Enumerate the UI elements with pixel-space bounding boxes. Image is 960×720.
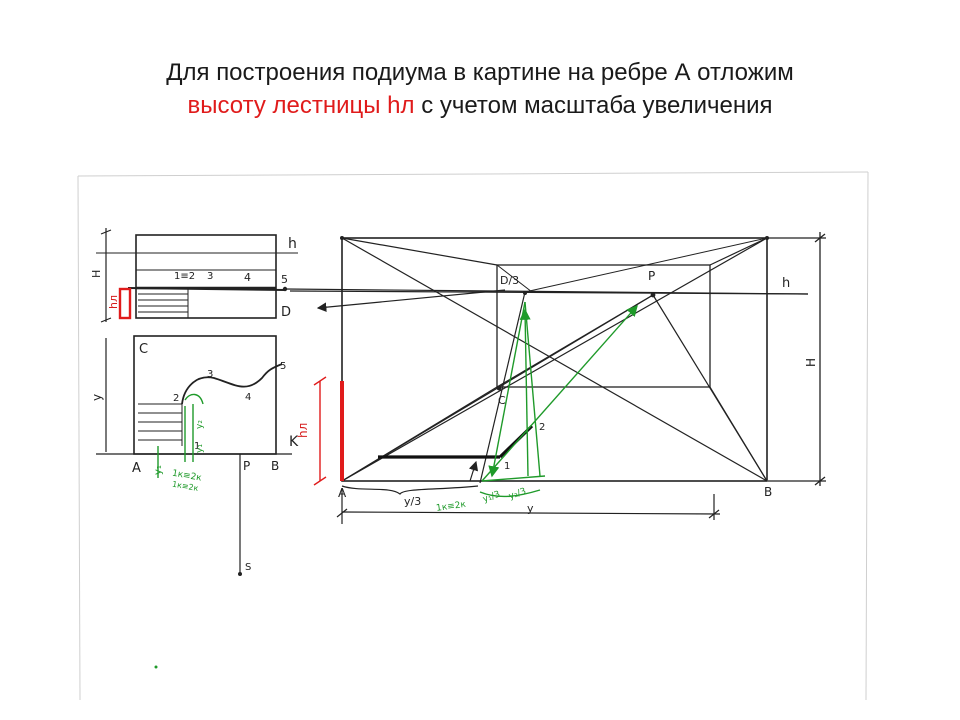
bottom-dimensions	[336, 485, 721, 524]
label-persp-2: 2	[539, 422, 545, 433]
title-line-1: Для построения подиума в картине на ребр…	[166, 59, 794, 86]
label-plan-B: B	[271, 459, 279, 473]
label-persp-A: A	[338, 486, 347, 500]
label-persp-P: P	[648, 269, 655, 283]
label-step-4: 4	[244, 271, 251, 284]
label-plan-hl: hл	[107, 295, 120, 309]
label-persp-B: B	[764, 485, 772, 499]
label-plan-y1: y₁	[153, 465, 164, 475]
H-dimension-plan	[100, 228, 112, 323]
title-line-2: высоту лестницы hл с учетом масштаба уве…	[0, 89, 960, 122]
plan-view	[96, 335, 292, 574]
perspective-points	[340, 236, 769, 391]
label-plan-1: 1	[194, 441, 200, 452]
label-plan-h: h	[288, 236, 297, 252]
plan-green-construction	[157, 393, 204, 478]
label-plan-4: 4	[245, 392, 251, 403]
label-plan-5-top: 5	[281, 273, 288, 286]
slide-title: Для построения подиума в картине на ребр…	[0, 56, 960, 122]
title-line-2-rest: с учетом масштаба увеличения	[414, 92, 773, 119]
label-plan-5: 5	[280, 361, 286, 372]
label-step-1-2: 1≡2	[174, 271, 195, 282]
label-persp-y1-3: y₁/3	[482, 490, 502, 505]
label-persp-hl: hл	[296, 423, 310, 438]
label-plan-D: D	[281, 305, 291, 320]
label-plan-P: P	[243, 459, 250, 473]
label-plan-S: S	[245, 562, 251, 573]
label-plan-y: y	[90, 394, 104, 401]
hl-height-marker-plan	[118, 287, 132, 320]
elevation-view	[96, 234, 298, 319]
label-persp-y3: y/3	[404, 495, 421, 508]
H-dimension-perspective	[768, 232, 826, 486]
label-persp-y2-3: y₂/3	[508, 487, 528, 502]
label-plan-3: 3	[207, 369, 213, 380]
title-highlight: высоту лестницы hл	[187, 92, 415, 119]
stray-mark	[154, 665, 158, 669]
label-persp-C: C	[498, 394, 506, 407]
label-plan-K: K	[289, 434, 299, 450]
label-plan-H: H	[90, 270, 103, 278]
sheet-border	[77, 171, 869, 701]
horizon-line	[289, 290, 809, 295]
label-plan-2: 2	[173, 393, 179, 404]
label-plan-y2: y₂	[195, 420, 205, 429]
label-plan-y3: y₁	[195, 444, 205, 453]
label-persp-h: h	[782, 276, 790, 291]
hl-height-marker-perspective	[313, 376, 344, 486]
label-step-3: 3	[207, 271, 213, 282]
label-plan-C: C	[139, 342, 148, 357]
label-persp-scale: 1к≡2к	[436, 500, 468, 514]
label-persp-1: 1	[504, 461, 510, 472]
podium-edge	[378, 424, 534, 459]
label-persp-D3: D/3	[500, 274, 519, 287]
perspective-frame	[341, 237, 768, 484]
point-plan-D	[282, 286, 288, 292]
point-S	[238, 572, 242, 576]
podium-step-line	[468, 460, 479, 482]
label-persp-y: y	[527, 502, 534, 515]
label-persp-H: H	[804, 358, 818, 367]
label-plan-A: A	[132, 461, 141, 476]
perspective-green-construction	[479, 301, 638, 498]
